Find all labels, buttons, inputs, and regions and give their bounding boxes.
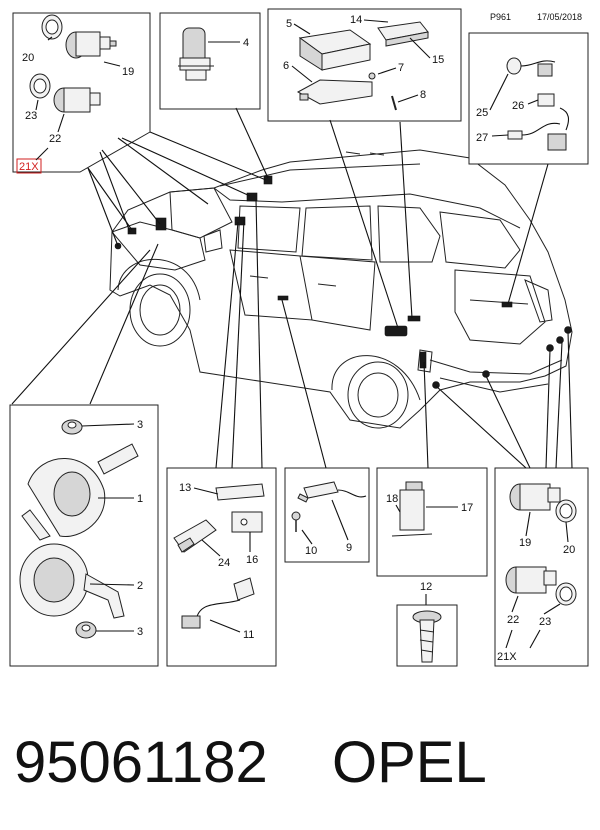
box-rear-parking-sensors: 19 20 22 23 21X: [494, 467, 589, 667]
sensor-bezel-icon: [555, 499, 577, 523]
callout-22: 22: [49, 133, 61, 145]
bolt-icon: [412, 610, 442, 663]
callout-8: 8: [420, 89, 426, 101]
plate-code: P961: [490, 12, 511, 22]
vehicle-illustration: [109, 149, 573, 429]
parking-sensor-icon: [65, 31, 117, 59]
part-number: 95061182: [14, 730, 268, 795]
callout-10: 10: [305, 545, 317, 557]
box-camera-harness: 25 26 27: [468, 32, 589, 165]
callout-14: 14: [350, 14, 362, 26]
callout-25: 25: [476, 107, 488, 119]
callout-15: 15: [432, 54, 444, 66]
nut-icon: [368, 72, 376, 80]
leader-lines: [11, 107, 573, 469]
callout-6: 6: [283, 60, 289, 72]
box-control-modules-5-8: 5 14 15 6 7 8: [267, 8, 462, 122]
horn-icon: [19, 543, 125, 619]
receiver-module-icon: [391, 481, 433, 537]
connector-icon: [537, 93, 555, 107]
callout-27: 27: [476, 132, 488, 144]
callout-12: 12: [420, 581, 432, 593]
callout-17: 17: [461, 502, 473, 514]
highlight-frame: [16, 158, 42, 174]
box-horn-assembly: 3 1 2 3: [9, 404, 159, 667]
callout-23: 23: [539, 616, 551, 628]
callout-9: 9: [346, 542, 352, 554]
callout-7: 7: [398, 62, 404, 74]
callout-13: 13: [179, 482, 191, 494]
callout-5: 5: [286, 18, 292, 30]
antenna-cable-icon: [181, 577, 255, 629]
nut-icon: [61, 419, 83, 435]
parts-diagram: P961 17/05/2018: [9, 8, 589, 667]
parking-sensor-icon: [505, 566, 557, 594]
parking-sensor-icon: [53, 87, 101, 113]
bracket-icon: [296, 79, 373, 105]
screw-icon: [291, 511, 301, 532]
callout-21x-rear: 21X: [497, 651, 517, 663]
bolt-12: 12: [396, 581, 458, 667]
callout-16: 16: [246, 554, 258, 566]
parking-sensor-icon: [509, 483, 561, 511]
callout-23: 23: [25, 110, 37, 122]
callout-21x: 21X: [19, 161, 39, 173]
callout-3: 3: [137, 626, 143, 638]
door-handle-module-icon: [297, 481, 367, 503]
callout-3: 3: [137, 419, 143, 431]
callout-18: 18: [386, 493, 398, 505]
callout-11: 11: [243, 629, 254, 641]
sensor-bracket-icon: [173, 519, 217, 553]
box-door-handle-sensors: 13 16 24 11: [166, 467, 277, 667]
callout-24: 24: [218, 557, 230, 569]
nut-icon: [75, 621, 97, 639]
handle-bracket-icon: [215, 483, 265, 533]
camera-sensor-icon: [506, 57, 556, 77]
callout-4: 4: [243, 37, 249, 49]
callout-19: 19: [519, 537, 531, 549]
callout-1: 1: [137, 493, 143, 505]
box-control-module-4: 4: [159, 12, 261, 110]
box-handle-module: 10 9: [284, 467, 370, 563]
sensor-bezel-icon: [555, 582, 577, 606]
callout-20: 20: [22, 52, 34, 64]
callout-19: 19: [122, 66, 134, 78]
control-unit-icon: [298, 29, 372, 71]
callout-26: 26: [512, 100, 524, 112]
plate-date: 17/05/2018: [537, 12, 582, 22]
screw-icon: [391, 95, 397, 111]
callout-2: 2: [137, 580, 143, 592]
wiring-harness-icon: [507, 107, 570, 151]
callout-20: 20: [563, 544, 575, 556]
callout-22: 22: [507, 614, 519, 626]
box-front-parking-sensors: 20 19 23 22 21X: [12, 12, 151, 174]
brand-name: OPEL: [332, 730, 487, 795]
box-receiver-module: 18 17: [376, 467, 488, 577]
module-14-icon: [377, 21, 429, 47]
footer: 95061182 OPEL: [0, 728, 600, 798]
receiver-module-icon: [178, 27, 214, 81]
horn-icon: [21, 443, 139, 541]
